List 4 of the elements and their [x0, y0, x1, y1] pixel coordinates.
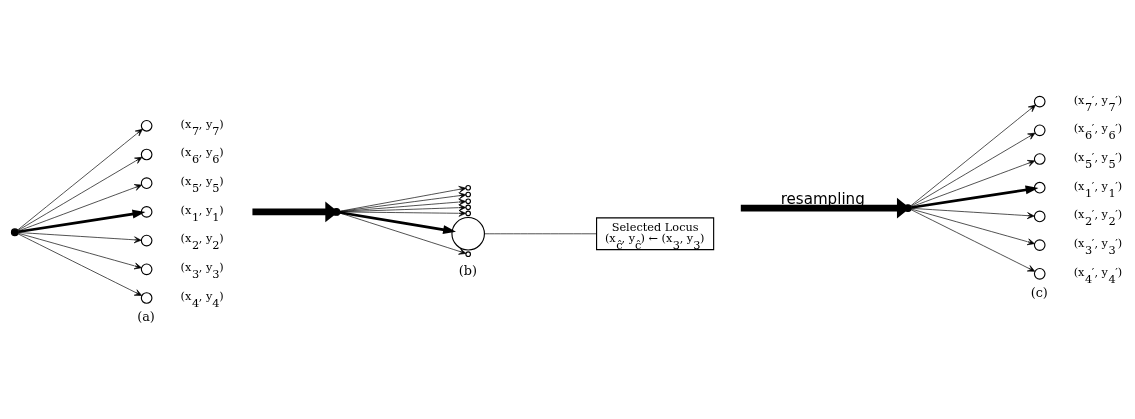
label: (b) — [458, 262, 477, 278]
label: (a) — [137, 308, 155, 324]
label: (c) — [1030, 284, 1048, 300]
edge-label: resampling — [780, 189, 865, 208]
